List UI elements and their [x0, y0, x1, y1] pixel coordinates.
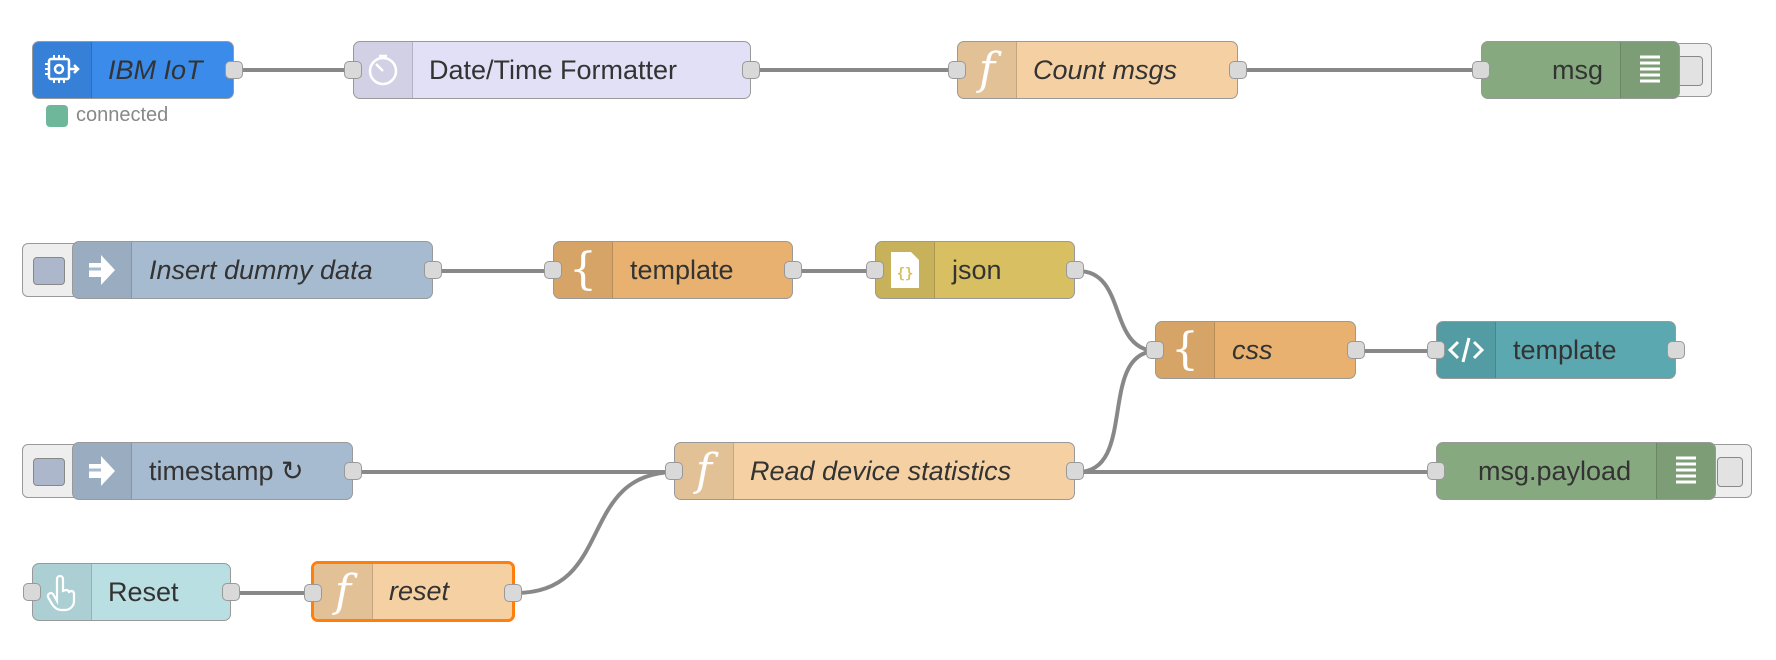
count-msgs-input-port[interactable] — [948, 61, 966, 79]
function-icon: f — [675, 443, 734, 499]
datetime-formatter-node[interactable]: Date/Time Formatter — [344, 41, 760, 99]
ibm-iot-label: IBM IoT — [108, 54, 203, 85]
svg-text:{}: {} — [897, 266, 914, 282]
reset-button-output-port[interactable] — [222, 583, 240, 601]
timestamp-output-port[interactable] — [344, 462, 362, 480]
msg-debug-toggle-indicator — [1677, 56, 1703, 86]
read-device-statistics-node[interactable]: f Read device statistics — [665, 442, 1084, 500]
msg-payload-debug-node[interactable]: msg.payload — [1427, 442, 1716, 500]
msg-payload-input-port[interactable] — [1427, 462, 1445, 480]
read-device-statistics-label: Read device statistics — [750, 455, 1012, 486]
status-connected-icon — [46, 104, 68, 127]
insert-dummy-data-label: Insert dummy data — [149, 254, 373, 285]
wire-readstats-to-css — [1077, 349, 1158, 474]
insert-dummy-data-node[interactable]: Insert dummy data — [72, 241, 442, 299]
wire-resetfn-to-readstats — [515, 470, 677, 595]
datetime-formatter-label: Date/Time Formatter — [429, 54, 678, 85]
timestamp-trigger-indicator — [33, 458, 65, 486]
insert-dummy-data-output-port[interactable] — [424, 261, 442, 279]
css-template-node[interactable]: { css — [1146, 321, 1365, 379]
template-input-port[interactable] — [544, 261, 562, 279]
reset-function-output-port[interactable] — [504, 584, 522, 602]
reset-button-label: Reset — [108, 576, 179, 607]
ui-template-output-port[interactable] — [1667, 341, 1685, 359]
clock-icon — [354, 42, 413, 98]
reset-function-input-port[interactable] — [304, 584, 322, 602]
template-output-port[interactable] — [784, 261, 802, 279]
datetime-formatter-output-port[interactable] — [742, 61, 760, 79]
reset-button-input-port[interactable] — [23, 583, 41, 601]
payload-debug-toggle-indicator — [1717, 457, 1743, 487]
msg-debug-node[interactable]: msg — [1472, 41, 1680, 99]
msg-debug-label: msg — [1552, 54, 1604, 85]
msg-debug-input-port[interactable] — [1472, 61, 1490, 79]
json-node[interactable]: {} json — [866, 241, 1084, 299]
css-output-port[interactable] — [1347, 341, 1365, 359]
ibm-iot-status-text: connected — [76, 104, 169, 126]
function-icon: f — [958, 42, 1017, 98]
insert-dummy-trigger-indicator — [33, 257, 65, 285]
json-input-port[interactable] — [866, 261, 884, 279]
reset-function-node[interactable]: f reset — [304, 561, 522, 622]
inject-arrow-icon — [73, 443, 132, 499]
ui-template-node[interactable]: template — [1427, 321, 1685, 379]
hand-pointer-icon — [33, 564, 92, 620]
timestamp-label: timestamp ↻ — [149, 455, 304, 486]
function-icon: f — [314, 564, 373, 619]
count-msgs-output-port[interactable] — [1229, 61, 1247, 79]
template-label: template — [630, 254, 734, 285]
payload-debug-toggle-button[interactable] — [1712, 444, 1752, 498]
template-node[interactable]: { template — [544, 241, 802, 299]
ibm-iot-output-port[interactable] — [225, 61, 243, 79]
count-msgs-node[interactable]: f Count msgs — [948, 41, 1247, 99]
json-output-port[interactable] — [1066, 261, 1084, 279]
inject-arrow-icon — [73, 242, 132, 298]
count-msgs-label: Count msgs — [1033, 54, 1178, 85]
chip-icon — [33, 42, 92, 98]
debug-list-icon — [1656, 443, 1715, 499]
brace-icon: { — [554, 242, 613, 298]
wire-json-to-css — [1077, 269, 1158, 353]
code-icon — [1437, 322, 1496, 378]
debug-list-icon — [1620, 42, 1679, 98]
read-device-statistics-output-port[interactable] — [1066, 462, 1084, 480]
reset-button-node[interactable]: Reset — [23, 563, 240, 621]
timestamp-trigger-button[interactable] — [22, 444, 74, 498]
ibm-iot-node[interactable]: IBM IoT — [32, 41, 243, 99]
insert-dummy-trigger-button[interactable] — [22, 243, 74, 297]
ibm-iot-status: connected — [46, 104, 168, 127]
timestamp-inject-node[interactable]: timestamp ↻ — [72, 442, 362, 500]
msg-payload-label: msg.payload — [1478, 455, 1632, 486]
css-input-port[interactable] — [1146, 341, 1164, 359]
brace-icon: { — [1156, 322, 1215, 378]
datetime-formatter-input-port[interactable] — [344, 61, 362, 79]
ui-template-input-port[interactable] — [1427, 341, 1445, 359]
read-device-statistics-input-port[interactable] — [665, 462, 683, 480]
json-file-icon: {} — [876, 242, 935, 298]
reset-function-label: reset — [389, 576, 450, 606]
ui-template-label: template — [1513, 334, 1617, 365]
json-label: json — [952, 254, 1002, 285]
css-label: css — [1232, 334, 1273, 365]
